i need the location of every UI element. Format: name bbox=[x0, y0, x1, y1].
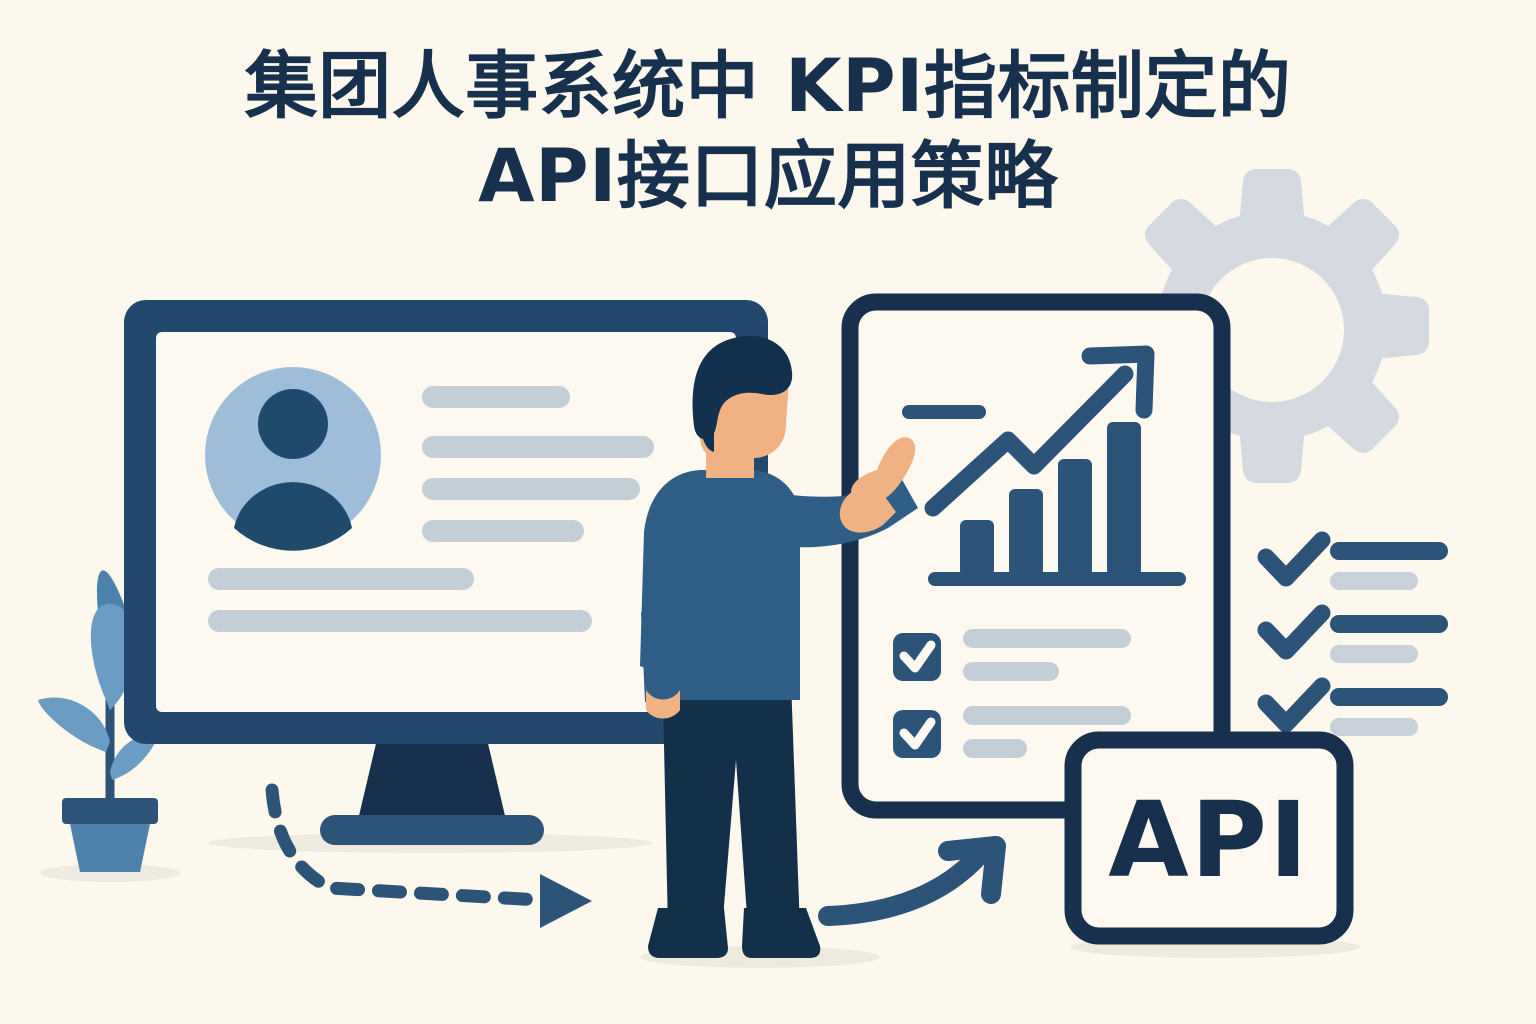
profile-footer-lines bbox=[208, 568, 592, 632]
side-check-1[interactable] bbox=[1257, 531, 1448, 590]
api-badge-label: API bbox=[1108, 779, 1309, 901]
person-sideburn bbox=[700, 414, 714, 452]
side-check-1-primary-line bbox=[1330, 542, 1448, 560]
plant-ground-shadow bbox=[40, 864, 180, 882]
checkmark-icon bbox=[1257, 531, 1331, 587]
dashed-flow-arrow bbox=[265, 783, 592, 928]
hr-profile-monitor bbox=[124, 300, 768, 845]
plant-pot-body bbox=[70, 824, 150, 872]
profile-field-lines bbox=[422, 386, 654, 542]
solid-arrow-path bbox=[818, 842, 992, 926]
field-line-2 bbox=[422, 436, 654, 458]
person-sleeve-cuff bbox=[641, 612, 680, 702]
panel-checklist[interactable] bbox=[893, 629, 1131, 758]
person-shoe-left bbox=[648, 908, 728, 958]
checkmark-icon bbox=[899, 717, 936, 750]
chart-bar-4 bbox=[1107, 422, 1141, 576]
kpi-approved-checklist[interactable] bbox=[1257, 531, 1448, 736]
panel-check-2-line-2 bbox=[963, 739, 1027, 758]
monitor-stand-neck bbox=[358, 735, 506, 820]
panel-check-2[interactable] bbox=[893, 706, 1131, 758]
side-check-1-secondary-line bbox=[1330, 572, 1418, 590]
field-line-3 bbox=[422, 478, 640, 500]
avatar-head bbox=[258, 389, 328, 459]
monitor-stand-base bbox=[320, 815, 544, 845]
plant-pot-rim bbox=[62, 798, 158, 824]
api-badge[interactable]: API bbox=[1064, 731, 1354, 945]
panel-check-1[interactable] bbox=[893, 629, 1131, 681]
hand-knuckles bbox=[839, 490, 896, 533]
side-check-3-secondary-line bbox=[1330, 718, 1418, 736]
person-shoe-right bbox=[742, 908, 821, 958]
person-trousers bbox=[662, 652, 800, 930]
api-badge-border[interactable] bbox=[1064, 731, 1354, 945]
dashed-arrow-path bbox=[265, 783, 547, 907]
chart-bar-1 bbox=[960, 520, 994, 576]
plant-leaf-right bbox=[110, 734, 158, 780]
checkmark-icon bbox=[899, 640, 936, 673]
footer-line-1 bbox=[208, 568, 474, 590]
kpi-bar-chart bbox=[924, 345, 1186, 586]
presenter-pointing-at-chart bbox=[640, 335, 918, 958]
footer-line-2 bbox=[208, 610, 592, 632]
field-line-4 bbox=[422, 520, 584, 542]
kpi-dashboard-panel[interactable] bbox=[841, 293, 1231, 819]
panel-check-2-line-1 bbox=[963, 706, 1131, 725]
panel-check-1-line-2 bbox=[963, 662, 1059, 681]
side-check-2-secondary-line bbox=[1330, 645, 1418, 663]
field-line-1 bbox=[422, 386, 570, 408]
chart-bar-2 bbox=[1009, 489, 1043, 576]
person-hair bbox=[692, 335, 793, 440]
panel-title-dash bbox=[902, 405, 986, 419]
rising-trend-arrow bbox=[924, 365, 1134, 517]
plant-leaf-left bbox=[38, 697, 110, 752]
side-check-2[interactable] bbox=[1257, 604, 1448, 663]
panel-check-1-line-1 bbox=[963, 629, 1131, 648]
checkmark-icon bbox=[1257, 677, 1331, 733]
person-hand-hip bbox=[646, 690, 680, 719]
dashed-arrow-head bbox=[540, 874, 592, 928]
solid-flow-arrow bbox=[818, 836, 1006, 926]
person-pointing-hand bbox=[839, 437, 916, 533]
side-check-3[interactable] bbox=[1257, 677, 1448, 736]
side-check-3-primary-line bbox=[1330, 688, 1448, 706]
avatar-body bbox=[234, 482, 352, 551]
checkmark-icon bbox=[1257, 604, 1331, 660]
side-check-2-primary-line bbox=[1330, 615, 1448, 633]
chart-bar-3 bbox=[1058, 459, 1092, 576]
rising-trend-arrow-head bbox=[1081, 345, 1155, 419]
solid-arrow-head bbox=[938, 836, 1006, 904]
pointing-finger bbox=[851, 437, 916, 505]
employee-avatar bbox=[205, 367, 381, 551]
